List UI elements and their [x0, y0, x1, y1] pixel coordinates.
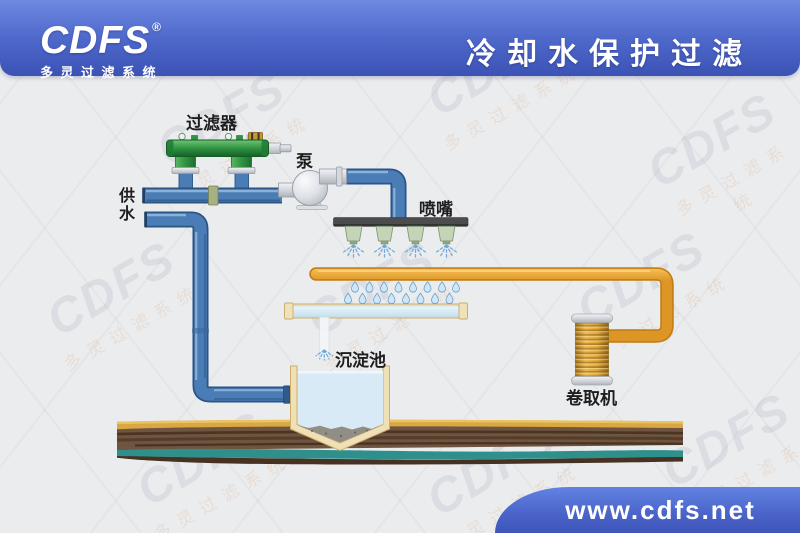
nozzles	[344, 225, 456, 245]
collection-tray	[284, 302, 468, 320]
water-droplet	[365, 281, 374, 293]
label-settling-tank: 沉淀池	[335, 351, 386, 370]
water-droplet	[373, 292, 381, 305]
label-nozzles: 喷嘴	[419, 200, 453, 219]
filter-legs	[171, 153, 256, 194]
label-pump: 泵	[296, 152, 313, 171]
brand-logo: CDFS® 多灵过滤系统	[40, 7, 163, 81]
water-droplet	[351, 281, 359, 293]
water-droplet	[358, 292, 367, 305]
label-filter: 过滤器	[186, 114, 237, 133]
water-droplet	[387, 292, 396, 305]
ground-strata	[116, 419, 684, 465]
water-droplet	[409, 281, 417, 293]
label-coiler: 卷取机	[566, 389, 617, 408]
pump-unit	[278, 166, 347, 210]
nozzle	[406, 225, 425, 242]
water-droplet	[445, 292, 454, 305]
falling-droplets	[344, 281, 460, 305]
water-droplet	[402, 292, 410, 305]
steel-strip	[309, 267, 674, 343]
spray-bar	[333, 217, 469, 227]
filter-unit	[166, 132, 292, 157]
water-droplet	[394, 281, 403, 293]
water-droplet	[344, 292, 352, 305]
water-droplet	[438, 281, 446, 293]
nozzle	[375, 225, 394, 242]
brand-slogan: 多灵过滤系统	[40, 65, 164, 80]
registered-mark-icon: ®	[152, 20, 163, 34]
water-droplet	[380, 281, 388, 293]
label-water-supply: 供水	[119, 188, 136, 223]
brand-name: CDFS®	[40, 19, 163, 62]
water-droplet	[423, 281, 432, 293]
water-pipes	[142, 168, 407, 404]
page-title: 冷却水保护过滤	[466, 38, 753, 71]
water-droplet	[452, 281, 460, 293]
website-banner: www.cdfs.net	[495, 487, 800, 533]
water-droplet	[416, 292, 425, 305]
settling-tank	[290, 365, 390, 452]
coiler-drum	[571, 313, 613, 386]
nozzle	[437, 225, 456, 242]
spray-jets	[315, 244, 457, 361]
sediment	[298, 425, 382, 443]
header: CDFS® 多灵过滤系统 冷却水保护过滤	[0, 0, 800, 80]
website-url: www.cdfs.net	[565, 494, 756, 525]
nozzle	[344, 225, 363, 242]
water-droplet	[431, 292, 439, 305]
